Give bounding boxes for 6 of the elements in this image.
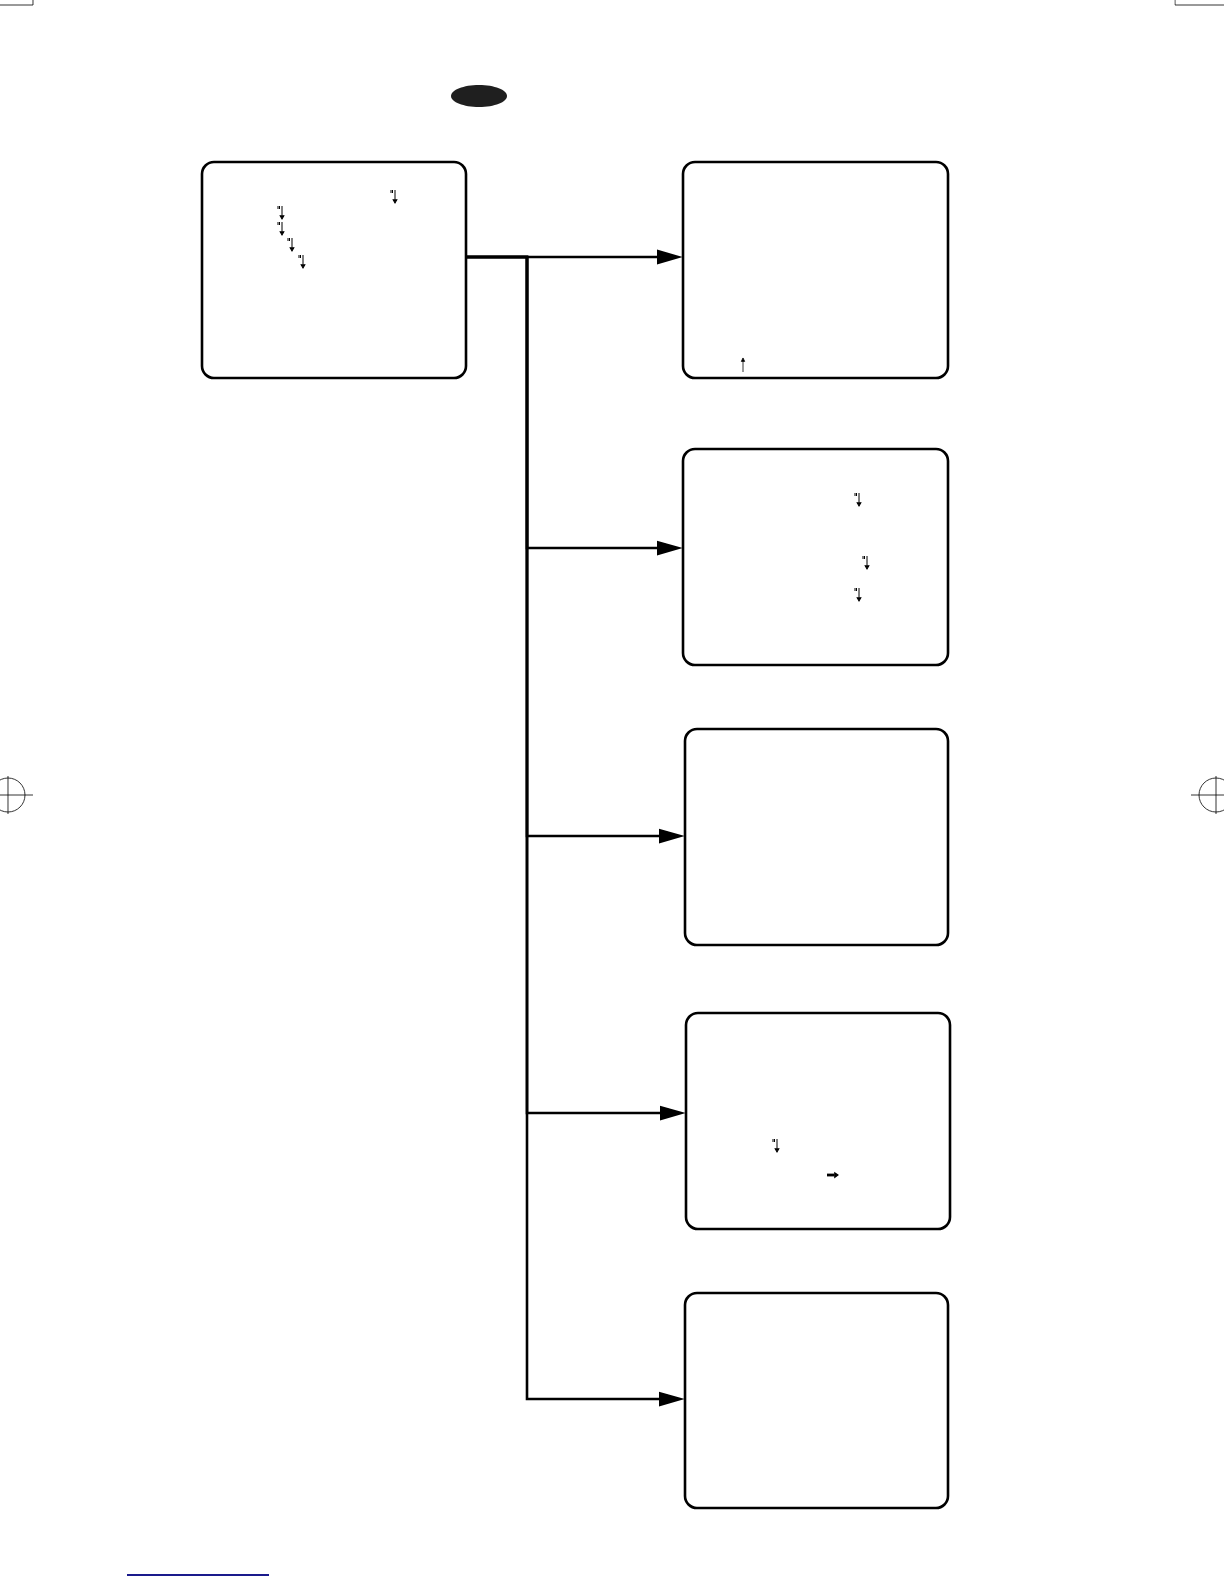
rounded-box xyxy=(200,160,468,380)
rounded-box xyxy=(681,160,950,380)
rounded-box xyxy=(683,1291,950,1510)
rounded-box xyxy=(683,727,950,947)
rounded-box xyxy=(684,1011,952,1231)
rounded-box xyxy=(681,447,950,667)
